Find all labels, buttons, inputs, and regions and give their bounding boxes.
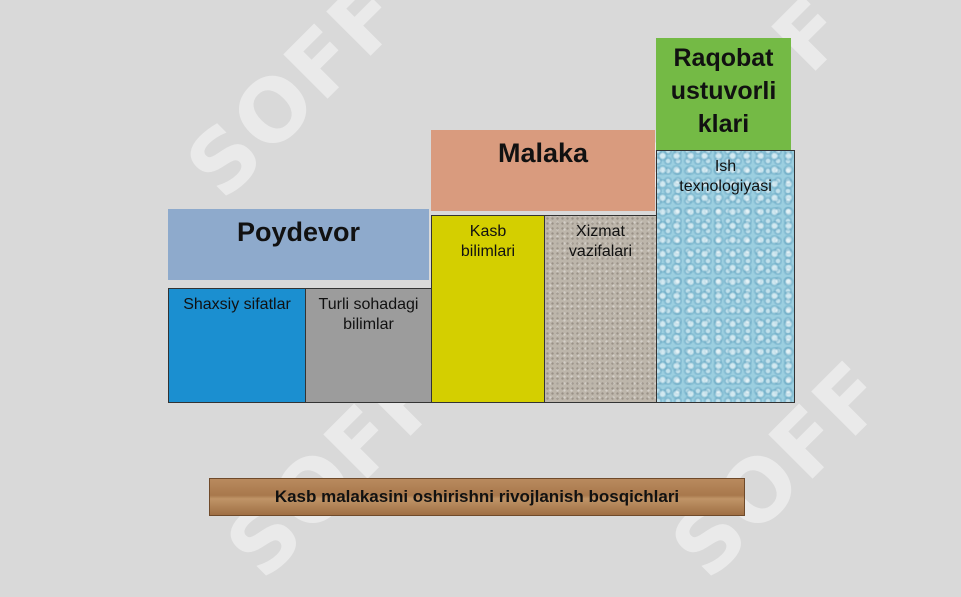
- caption-banner: Kasb malakasini oshirishni rivojlanish b…: [209, 478, 745, 516]
- watermark-logo: SOFF: [167, 0, 423, 218]
- cell-xizmat-vazifalari: Xizmat vazifalari: [544, 215, 657, 403]
- caption-text: Kasb malakasini oshirishni rivojlanish b…: [274, 487, 680, 506]
- foundation-title: Poydevor: [236, 217, 361, 247]
- qualification-header: Malaka: [431, 130, 655, 211]
- competitive-header: Raqobat ustuvorli klari: [656, 38, 791, 150]
- competitive-title: Raqobat ustuvorli klari: [670, 44, 777, 138]
- cell-label: Shaxsiy sifatlar: [183, 296, 291, 313]
- cell-kasb-bilimlari: Kasb bilimlari: [431, 215, 545, 403]
- cell-shaxsiy-sifatlar: Shaxsiy sifatlar: [168, 288, 306, 403]
- cell-label: Ish texnologiyasi: [679, 158, 772, 195]
- cell-ish-texnologiyasi: Ish texnologiyasi: [656, 150, 795, 403]
- cell-label: Turli sohadagi bilimlar: [318, 296, 419, 333]
- foundation-header: Poydevor: [168, 209, 429, 280]
- cell-label: Xizmat vazifalari: [568, 223, 633, 260]
- cell-label: Kasb bilimlari: [460, 223, 516, 260]
- cell-turli-sohadagi-bilimlar: Turli sohadagi bilimlar: [305, 288, 432, 403]
- qualification-title: Malaka: [497, 138, 589, 168]
